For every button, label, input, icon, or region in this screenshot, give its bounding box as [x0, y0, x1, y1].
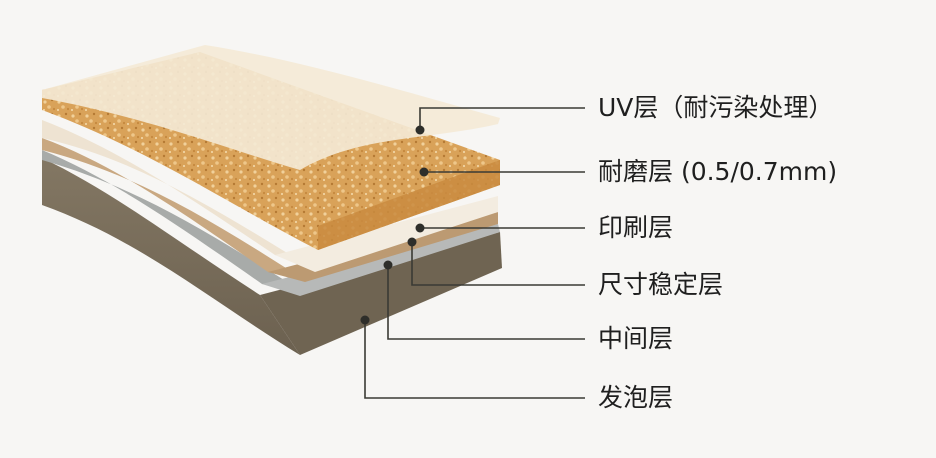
print-layer: [42, 120, 315, 270]
dot-wear: [419, 167, 429, 177]
leader-dots: [360, 125, 429, 325]
leader-lines: [364, 107, 585, 399]
dot-middle: [383, 260, 393, 270]
label-stability-layer: 尺寸稳定层: [598, 270, 724, 299]
leader-uv: [419, 107, 585, 130]
print-layer-edge: [275, 196, 498, 272]
dot-uv: [415, 125, 425, 135]
label-uv-layer: UV层（耐污染处理）: [598, 93, 834, 122]
middle-layer-edge: [262, 224, 500, 296]
foam-layer: [42, 158, 300, 355]
dot-foam: [360, 315, 370, 325]
middle-layer: [42, 150, 300, 290]
label-middle-layer: 中间层: [598, 324, 674, 353]
uv-layer: [42, 45, 500, 170]
leader-foam: [364, 320, 585, 399]
label-foam-layer: 发泡层: [598, 383, 674, 412]
wear-layer-edge: [318, 160, 500, 250]
dot-print: [415, 223, 425, 233]
dot-stable: [407, 237, 417, 247]
foam-layer-edge: [260, 232, 502, 355]
label-wear-layer: 耐磨层 (0.5/0.7mm): [598, 157, 838, 186]
label-print-layer: 印刷层: [598, 213, 674, 242]
leader-stable: [411, 242, 585, 286]
leader-middle: [387, 265, 585, 340]
stability-layer: [42, 138, 305, 280]
